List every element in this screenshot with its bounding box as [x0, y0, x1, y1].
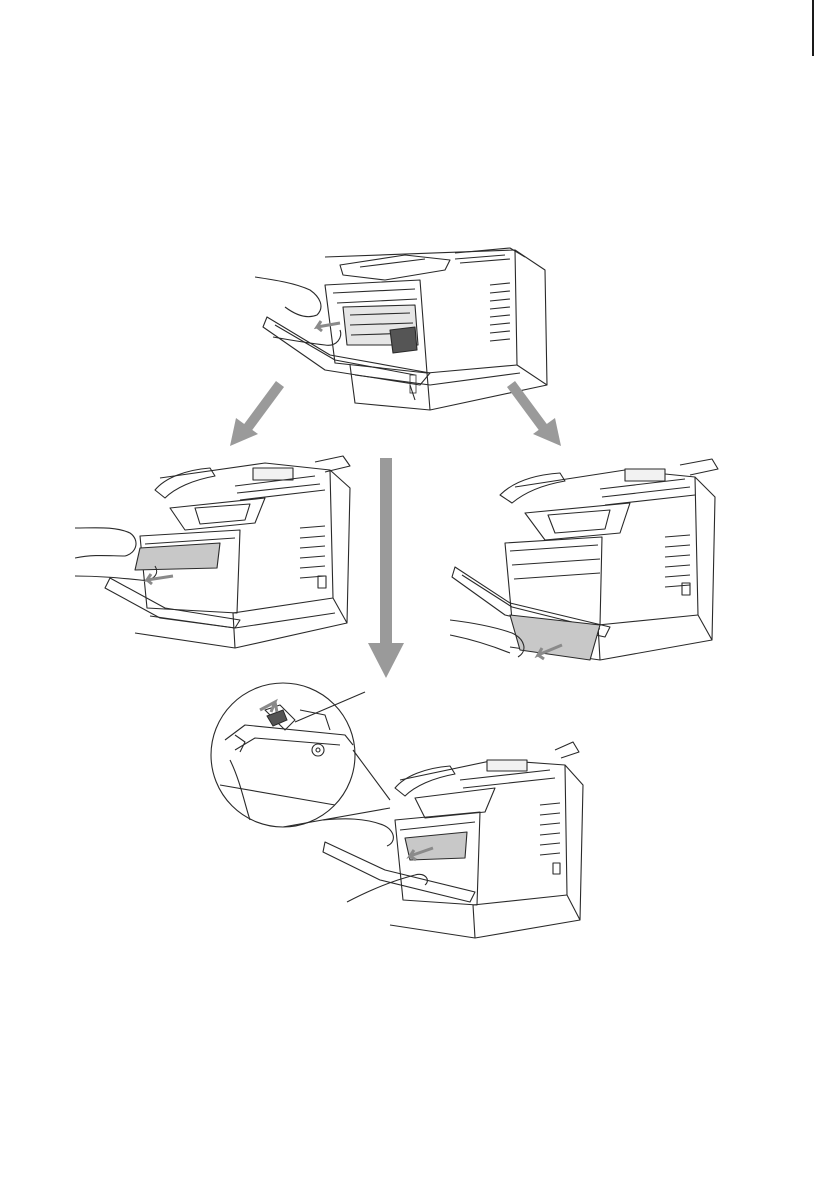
arrow-down-right-icon	[505, 380, 565, 450]
jam-removal-from-front-illustration	[75, 448, 355, 658]
arrow-down-icon	[368, 458, 404, 680]
arrow-down-left-icon	[228, 380, 288, 450]
jam-removal-from-tray-illustration	[450, 455, 725, 670]
jam-removal-with-lever-closeup-illustration	[205, 680, 590, 940]
